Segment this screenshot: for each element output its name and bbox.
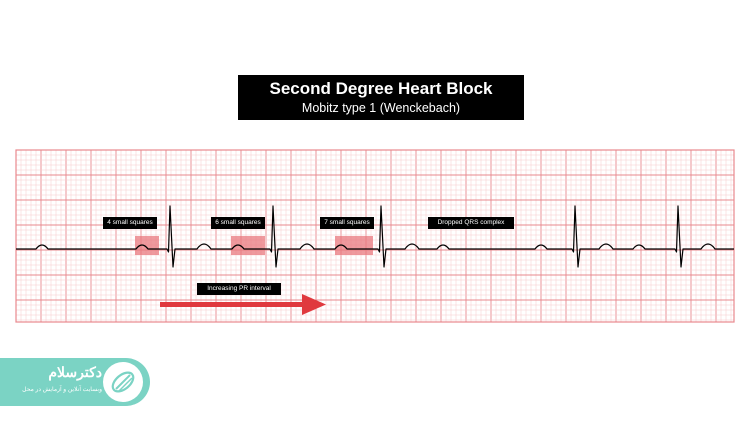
pr-label-2: 6 small squares (211, 217, 265, 229)
brand-logo[interactable]: دکترسلام وبسایت آنلاین و آزمایش در محل (0, 358, 150, 406)
dropped-qrs-label: Dropped QRS complex (428, 217, 514, 229)
increasing-pr-label: Increasing PR interval (197, 283, 281, 295)
title-banner: Second Degree Heart Block Mobitz type 1 … (238, 75, 524, 120)
pr-highlights (135, 236, 373, 255)
ecg-trace (16, 205, 734, 268)
pr-highlight-1 (135, 236, 159, 255)
pr-label-1: 4 small squares (103, 217, 157, 229)
page-title: Second Degree Heart Block (269, 79, 493, 98)
pr-label-3: 7 small squares (320, 217, 374, 229)
pr-highlight-3 (335, 236, 373, 255)
increasing-arrow (160, 294, 326, 315)
page-subtitle: Mobitz type 1 (Wenckebach) (301, 101, 461, 115)
brand-name: دکترسلام (48, 364, 102, 380)
ecg-grid (15, 149, 735, 323)
pr-highlight-2 (231, 236, 265, 255)
brand-icon (103, 362, 143, 402)
brand-tagline: وبسایت آنلاین و آزمایش در محل (22, 387, 102, 393)
stethoscope-icon (111, 371, 135, 393)
